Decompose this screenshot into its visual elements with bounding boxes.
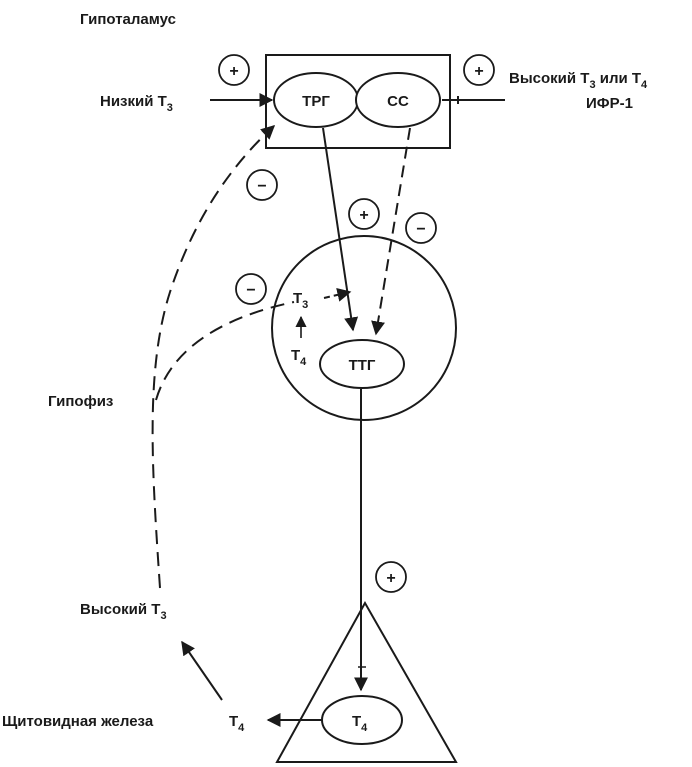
minus-feedback-hypothalamus-circle xyxy=(246,169,278,201)
minus-t3-pituitary-circle xyxy=(235,273,267,305)
plus-high-t3-circle xyxy=(463,54,495,86)
feedback-to-hypothalamus-dashed-arrow xyxy=(151,125,276,589)
t4-out-label: Т4 xyxy=(229,713,245,734)
high-t3-lower-label: Высокий Т3 xyxy=(80,601,167,622)
igf1-label: ИФР-1 xyxy=(586,95,633,112)
trh-label: ТРГ xyxy=(302,93,330,110)
tsh-node xyxy=(319,339,405,389)
feedback-to-pituitary-dashed-line xyxy=(155,301,295,401)
pituitary-circle xyxy=(271,235,457,421)
pituitary-label: Гипофиз xyxy=(48,393,113,410)
minus-feedback-hypothalamus-sign: − xyxy=(257,178,266,195)
ss-node xyxy=(355,72,441,128)
hypothalamus-label: Гипоталамус xyxy=(80,11,176,28)
t4-inner-label: Т4 xyxy=(291,347,307,368)
t4-to-high-t3-arrow xyxy=(181,640,223,701)
trh-to-tsh-arrow xyxy=(322,127,359,332)
t4-thyroid-label: Т4 xyxy=(352,713,368,734)
minus-ss-tsh-circle xyxy=(405,212,437,244)
plus-tsh-thyroid-circle xyxy=(375,561,407,593)
minus-ss-tsh-sign: − xyxy=(416,221,425,238)
ss-to-tsh-dashed-arrow xyxy=(371,127,411,336)
high-t3-or-t4-label: Высокий Т3 или Т4 xyxy=(509,70,648,91)
t4-thyroid-node xyxy=(321,695,403,745)
ss-label: СС xyxy=(387,93,409,110)
low-t3-label: Низкий Т3 xyxy=(100,93,173,114)
thyroid-label: Щитовидная железа xyxy=(2,713,154,730)
plus-high-t3-sign: + xyxy=(474,63,483,80)
minus-t3-pituitary-sign: − xyxy=(246,282,255,299)
tsh-label: ТТГ xyxy=(349,357,376,374)
plus-trh-tsh-circle xyxy=(348,198,380,230)
plus-trh-tsh-sign: + xyxy=(359,207,368,224)
thyroid-triangle xyxy=(275,600,458,763)
plus-low-t3-circle xyxy=(218,54,250,86)
t3-to-center-dashed-arrow xyxy=(323,288,352,302)
plus-tsh-thyroid-sign: + xyxy=(386,570,395,587)
t3-inner-label: Т3 xyxy=(293,290,308,311)
plus-low-t3-sign: + xyxy=(229,63,238,80)
